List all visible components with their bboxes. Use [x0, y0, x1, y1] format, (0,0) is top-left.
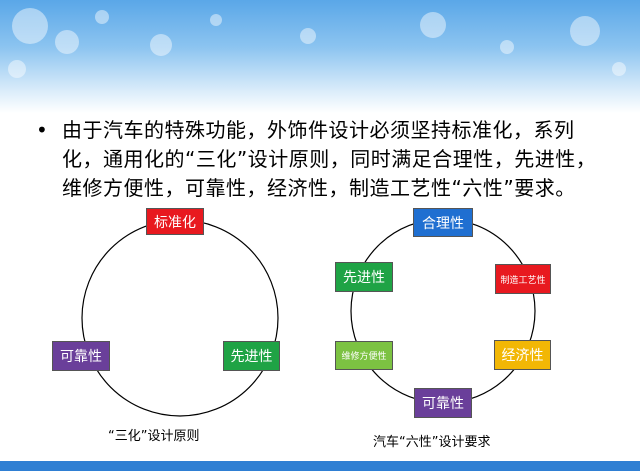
node-economy: 经济性 [494, 340, 551, 370]
decorative-bubble [55, 30, 79, 54]
decorative-bubble [8, 60, 26, 78]
decorative-bubble [612, 62, 626, 76]
decorative-bubble [12, 8, 48, 44]
decorative-bubble [570, 16, 600, 46]
node-rationality: 合理性 [413, 208, 473, 237]
right-cycle-ring [350, 218, 536, 404]
right-diagram-caption: 汽车“六性”设计要求 [373, 435, 491, 450]
decorative-bubble [300, 28, 316, 44]
left-cycle-ring [81, 219, 279, 417]
decorative-bubble [95, 10, 109, 24]
decorative-bubble [420, 12, 446, 38]
bottom-bar [0, 461, 640, 471]
node-reliability: 可靠性 [52, 341, 110, 371]
decorative-bubble [210, 14, 222, 26]
left-diagram-caption: “三化”设计原则 [108, 429, 200, 444]
bullet-dot: • [36, 118, 48, 142]
bullet-text: 由于汽车的特殊功能，外饰件设计必须坚持标准化，系列化，通用化的“三化”设计原则，… [62, 118, 597, 200]
decorative-bubble [150, 34, 172, 56]
node-reliability-six: 可靠性 [414, 388, 472, 418]
node-standardization: 标准化 [146, 208, 204, 235]
node-manufacturability: 制造工艺性 [495, 264, 551, 294]
node-maintainability: 维修方便性 [335, 341, 393, 370]
decorative-bubble [500, 40, 514, 54]
node-advancement-six: 先进性 [335, 262, 393, 292]
node-advancement: 先进性 [223, 341, 280, 371]
